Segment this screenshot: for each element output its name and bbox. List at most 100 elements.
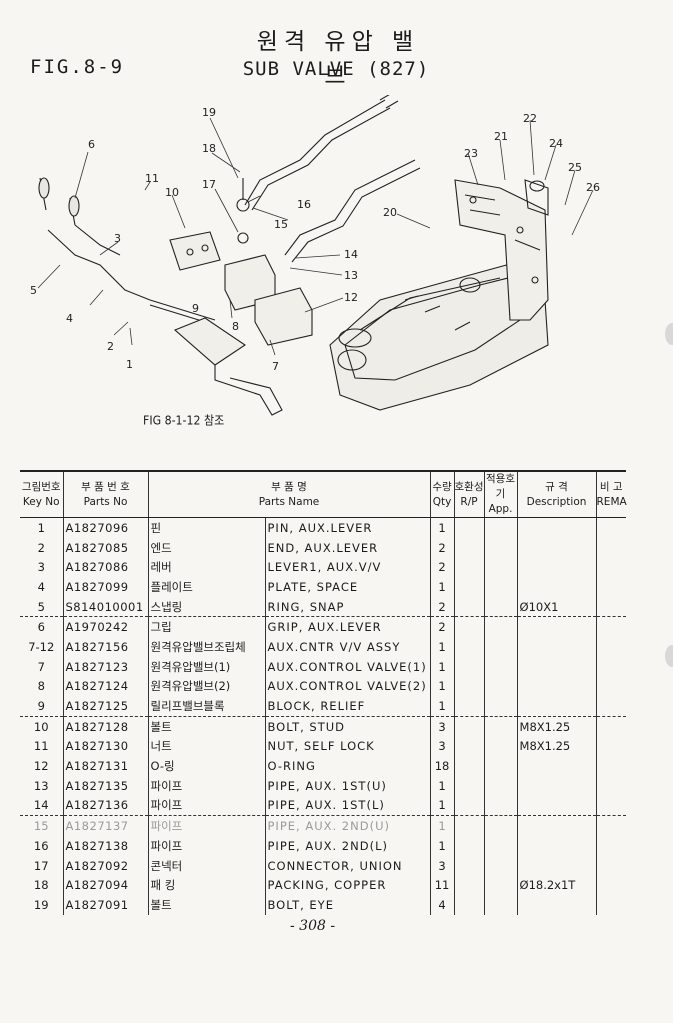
row-rp [453,815,485,836]
row-description: Ø10X1 [516,596,597,618]
row-rp [453,596,485,618]
row-qty: 1 [429,656,455,677]
row-name-english: BLOCK, RELIEF [264,696,431,717]
callout-18: 18 [202,142,216,155]
row-qty: 3 [429,716,455,737]
callout-24: 24 [549,137,563,150]
row-name-english: BOLT, STUD [264,716,431,737]
callout-9: 9 [192,302,199,315]
callout-12: 12 [344,291,358,304]
row-remarks [595,637,627,657]
row-name-korean: 볼트 [147,895,265,915]
exploded-parts-diagram: 1 2 3 4 5 6 7 8 9 10 11 12 13 14 15 16 1… [30,95,600,416]
row-name-english: NUT, SELF LOCK [264,736,431,757]
row-description: M8X1.25 [516,736,597,757]
row-qty: 2 [429,537,455,558]
row-description [516,775,597,796]
row-rp [453,736,485,757]
callout-7: 7 [272,360,279,373]
row-rp [453,616,485,638]
row-description [516,815,597,836]
row-description [516,756,597,776]
row-description [516,537,597,558]
row-name-english: END, AUX.LEVER [264,537,431,558]
row-qty: 11 [429,875,455,896]
row-app [483,836,518,856]
row-qty: 1 [429,836,455,856]
row-description: Ø18.2x1T [516,875,597,896]
row-name-english: RING, SNAP [264,596,431,618]
row-rp [453,836,485,856]
callout-13: 13 [344,269,358,282]
row-part-no: A1970242 [62,616,148,638]
row-name-english: LEVER1, AUX.V/V [264,557,431,578]
row-rp [453,716,485,737]
page-number: - 308 - [290,918,336,934]
row-name-korean: 볼트 [147,716,265,737]
plate-drawing [173,317,283,416]
row-key-no: 10 [33,719,49,734]
row-qty: 1 [429,696,455,717]
row-name-korean: 엔드 [147,537,265,558]
row-remarks [595,656,627,677]
row-name-english: AUX.CONTROL VALVE(2) [264,676,431,697]
callout-23: 23 [464,147,478,160]
row-key-no: 4 [37,579,45,594]
row-remarks [595,756,627,776]
leader-lines [37,117,594,356]
callout-22: 22 [523,112,537,125]
pipes-drawing [244,95,421,263]
callout-11: 11 [145,172,159,185]
row-qty: 3 [429,855,455,876]
lever-drawing [38,177,216,326]
row-rp [453,557,485,578]
row-app [483,795,518,817]
row-description: M8X1.25 [516,716,597,737]
title-english: SUB VALVE (827) [242,58,430,80]
row-app [483,775,518,796]
figure-number: FIG.8-9 [30,56,125,78]
row-app [483,815,518,836]
row-app [483,537,518,558]
callout-17: 17 [202,178,216,191]
row-name-english: PIN, AUX.LEVER [264,517,431,538]
row-part-no: A1827135 [62,775,148,796]
title-korean: 원격 유압 밸브 [256,29,420,89]
row-part-no: A1827094 [62,875,148,896]
row-description [516,637,597,657]
callout-1: 1 [126,358,133,371]
row-qty: 2 [429,596,455,618]
row-remarks [595,517,627,538]
row-rp [453,875,485,896]
row-description [516,557,597,578]
row-remarks [595,795,627,817]
row-name-korean: 콘넥터 [147,855,265,876]
housing-drawing [329,259,549,411]
row-part-no: A1827099 [62,577,148,597]
row-app [483,517,518,538]
row-name-english: O-RING [264,756,431,776]
callout-10: 10 [165,186,179,199]
row-app [483,756,518,776]
row-rp [453,775,485,796]
row-remarks [595,616,627,638]
row-qty: 1 [429,517,455,538]
row-name-korean: 스냅링 [147,596,265,618]
row-part-no: A1827156 [62,637,148,657]
row-part-no: A1827123 [62,656,148,677]
row-key-no: 2 [37,540,45,555]
row-rp [453,577,485,597]
row-name-korean: 파이프 [147,775,265,796]
row-name-korean: 핀 [147,517,265,538]
row-remarks [595,716,627,737]
